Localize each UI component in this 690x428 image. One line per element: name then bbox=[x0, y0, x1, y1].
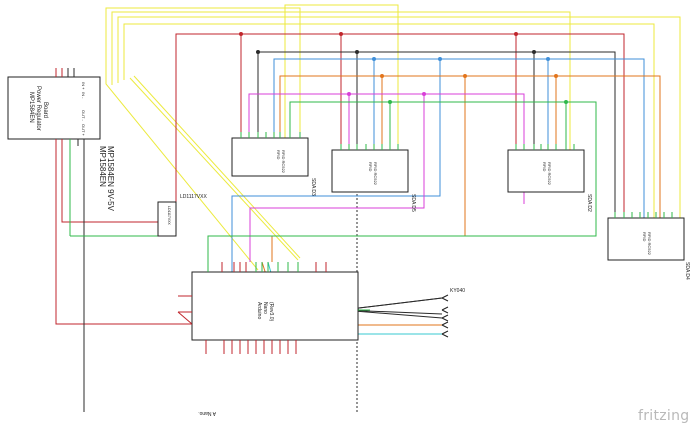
sda-d4-label: SDA D4 bbox=[684, 262, 690, 280]
pin-in-plus: IN + bbox=[81, 82, 86, 90]
pin-in-minus: IN - bbox=[81, 92, 86, 99]
power-board-subtitle: Power Regulator bbox=[35, 86, 41, 131]
nano-caption: A Nano. bbox=[198, 410, 216, 416]
power-regulator-board: MP1584EN Power Regulator Board IN + IN -… bbox=[7, 68, 115, 212]
sda-d3-label: SDA D3 bbox=[310, 178, 316, 196]
rfid-d2-part: RFID RC522 bbox=[547, 162, 552, 186]
encoder-black-wire bbox=[341, 297, 443, 319]
arduino-model: Nano bbox=[262, 302, 268, 314]
power-board-title: MP1584EN bbox=[28, 92, 34, 123]
rfid-d5-short: RFID bbox=[368, 162, 373, 171]
rfid-module-d3: RFID RC522 RFID SDA D3 bbox=[231, 132, 316, 196]
power-board-label: MP1584EN 9V-5V bbox=[106, 146, 115, 212]
arduino-nano: Arduino Nano (Rev3.0) bbox=[178, 262, 370, 354]
rfid-d2-short: RFID bbox=[542, 162, 547, 171]
green-wires bbox=[69, 101, 597, 262]
arduino-rev: (Rev3.0) bbox=[268, 302, 274, 322]
red-wires bbox=[55, 33, 625, 325]
arduino-name: Arduino bbox=[256, 302, 262, 319]
rfid-module-d4: RFID RC522 RFID SDA D4 bbox=[607, 212, 690, 280]
power-board-subtitle-2: Board bbox=[42, 102, 48, 118]
rfid-d3-short: RFID bbox=[276, 150, 281, 159]
rfid-d4-part: RFID RC522 bbox=[647, 232, 652, 256]
pin-out-plus: OUT + bbox=[81, 124, 86, 136]
yellow-wires bbox=[105, 4, 681, 271]
rfid-module-d2: RFID RC522 RFID SDA D2 bbox=[507, 144, 592, 212]
sda-d2-label: SDA D2 bbox=[586, 194, 592, 212]
junction-dots bbox=[239, 32, 568, 312]
ldo-regulator: LD1117VXX LD1117VXX bbox=[157, 194, 207, 237]
ldo-part: LD1117VXX bbox=[167, 206, 171, 225]
ky040-encoder: KY040 bbox=[441, 288, 465, 338]
pin-out-minus: OUT - bbox=[81, 110, 86, 121]
rfid-d5-part: RFID RC522 bbox=[373, 162, 378, 186]
ldo-label: LD1117VXX bbox=[180, 194, 207, 200]
rfid-module-d5: RFID RC522 RFID SDA D5 bbox=[331, 144, 416, 212]
blue-wires bbox=[231, 58, 645, 272]
rfid-d3-part: RFID RC522 bbox=[281, 150, 286, 174]
fritzing-logo: fritzing bbox=[638, 408, 690, 424]
rfid-d4-short: RFID bbox=[642, 232, 647, 241]
encoder-label: KY040 bbox=[450, 288, 465, 294]
sda-d5-label: SDA D5 bbox=[410, 194, 416, 212]
power-board-label-2: MP1584EN bbox=[98, 146, 107, 187]
